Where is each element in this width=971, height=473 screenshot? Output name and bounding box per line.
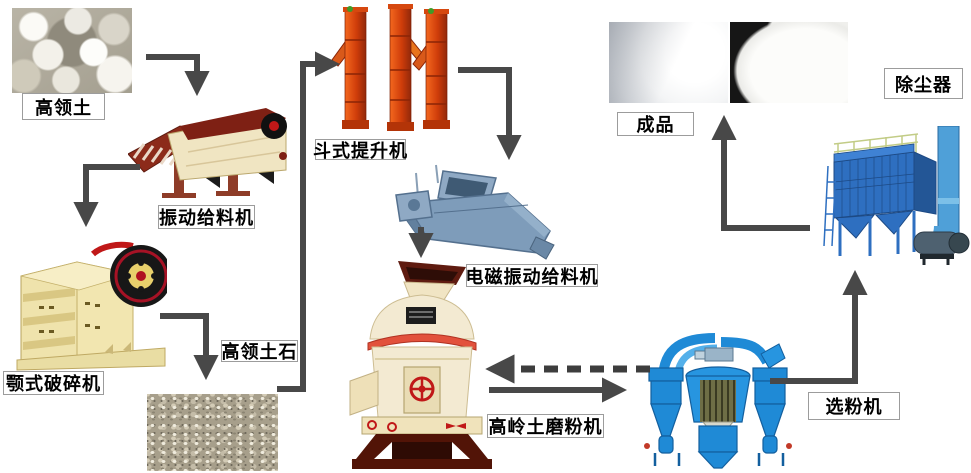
arrow-collector-to-product bbox=[711, 114, 810, 231]
label-classifier: 选粉机 bbox=[808, 392, 900, 420]
label-dust-collector-text: 除尘器 bbox=[895, 74, 952, 95]
dust-collector-illustration bbox=[810, 126, 971, 266]
label-dust-collector: 除尘器 bbox=[884, 68, 963, 99]
arrow-elevator-to-emfeeder bbox=[458, 67, 522, 161]
arrow-kaolin-to-feeder bbox=[146, 54, 210, 97]
finished-powder-photo-right bbox=[730, 22, 848, 103]
crushed-kaolin-stone-photo bbox=[147, 394, 278, 471]
label-vibrating-feeder: 振动给料机 bbox=[158, 205, 255, 229]
label-product-text: 成品 bbox=[636, 115, 675, 135]
label-kaolin-stone: 高领土石 bbox=[221, 340, 298, 362]
label-em-feeder-text: 电磁振动给料机 bbox=[465, 266, 599, 287]
powder-classifier-illustration bbox=[643, 318, 793, 470]
label-mill-text: 高岭土磨粉机 bbox=[488, 417, 603, 437]
kaolin-raw-material-photo bbox=[12, 8, 132, 93]
finished-powder-photo-left bbox=[609, 22, 728, 103]
label-kaolin: 高领土 bbox=[22, 93, 105, 120]
label-classifier-text: 选粉机 bbox=[825, 397, 883, 417]
label-bucket-elevator-text: 斗式提升机 bbox=[313, 140, 408, 161]
grinding-mill-illustration bbox=[348, 255, 496, 471]
label-jaw-crusher-text: 颚式破碎机 bbox=[6, 374, 101, 394]
label-mill: 高岭土磨粉机 bbox=[487, 414, 604, 438]
label-jaw-crusher: 颚式破碎机 bbox=[3, 371, 104, 395]
label-bucket-elevator: 斗式提升机 bbox=[313, 139, 408, 161]
bucket-elevator-illustration bbox=[330, 2, 458, 134]
label-kaolin-stone-text: 高领土石 bbox=[221, 342, 298, 362]
jaw-crusher-illustration bbox=[15, 232, 167, 372]
label-product: 成品 bbox=[617, 112, 694, 136]
electromagnetic-vibrating-feeder-illustration bbox=[388, 153, 566, 263]
label-kaolin-text: 高领土 bbox=[35, 97, 92, 118]
label-vibrating-feeder-text: 振动给料机 bbox=[159, 208, 254, 228]
vibrating-feeder-illustration bbox=[128, 92, 290, 204]
label-em-feeder: 电磁振动给料机 bbox=[466, 264, 598, 287]
